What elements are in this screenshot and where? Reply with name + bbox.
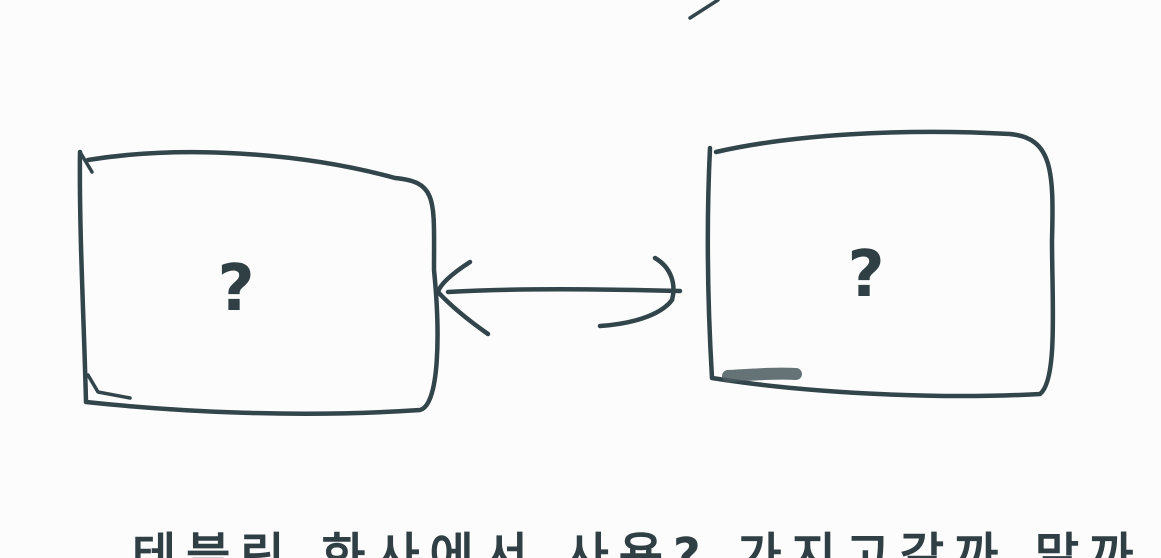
right-box-outline [705,129,1056,399]
left-box-bottom-tick [86,373,132,400]
right-box-smudge [722,367,802,382]
left-box-outline [77,149,440,416]
left-box: ? [77,149,440,416]
stray-stroke-top [688,0,720,20]
left-box-question-mark: ? [217,252,254,326]
bidirectional-arrow [435,255,683,337]
arrow-shaft [445,287,683,295]
arrow-head-right [597,255,676,329]
arrow-head-left [435,259,491,337]
caption-text: 테블릿 화사에서 사용? 가지고갈까 말까 [132,528,1143,558]
left-box-corner-tick [78,150,94,174]
right-box-question-mark: ? [847,238,884,312]
right-box: ? [705,129,1056,399]
